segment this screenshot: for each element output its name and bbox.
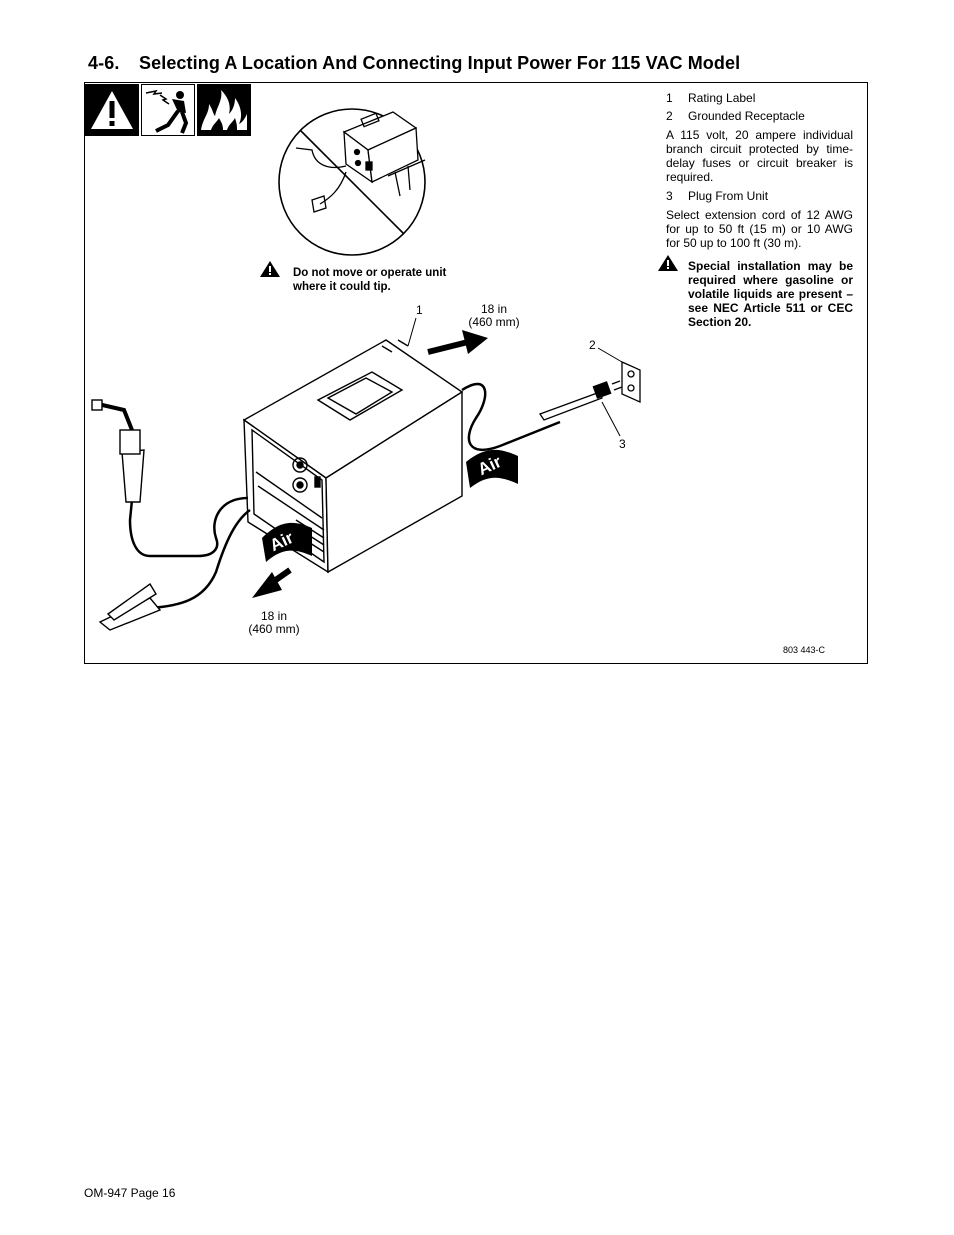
air-flow-graphic-1 <box>466 449 518 488</box>
section-number: 4-6. <box>88 53 120 73</box>
welding-gun-and-clamp <box>91 399 251 631</box>
figure-frame <box>84 82 868 664</box>
callout-1: 1 <box>416 303 423 317</box>
electric-shock-icon <box>141 84 195 136</box>
tip-warning-text: Do not move or operate unit where it cou… <box>293 267 447 293</box>
tip-hazard-detail-circle <box>278 108 426 256</box>
warning-triangle-icon <box>657 254 679 272</box>
air-flow-graphic-2 <box>262 522 312 562</box>
warning-triangle-icon <box>259 260 281 278</box>
special-installation-warning: Special installation may be required whe… <box>688 259 853 329</box>
clearance-label-top: 18 in (460 mm) <box>468 302 520 329</box>
figure-number: 803 443-C <box>783 645 826 655</box>
power-cord <box>461 347 641 452</box>
legend-item-3-note: Select extension cord of 12 AWG for up t… <box>666 208 853 250</box>
section-heading: 4-6. Selecting A Location And Connecting … <box>88 53 740 74</box>
legend-item-2-note: A 115 volt, 20 ampere individual branch … <box>666 128 853 184</box>
clearance-label-bottom: 18 in (460 mm) <box>248 609 300 636</box>
callout-3: 3 <box>619 437 626 451</box>
page-footer: OM-947 Page 16 <box>84 1186 176 1200</box>
section-title: Selecting A Location And Connecting Inpu… <box>139 53 741 73</box>
warning-triangle-icon <box>85 84 139 136</box>
clearance-arrow-top <box>427 339 469 355</box>
fire-icon <box>197 84 251 136</box>
callout-2: 2 <box>589 338 596 352</box>
